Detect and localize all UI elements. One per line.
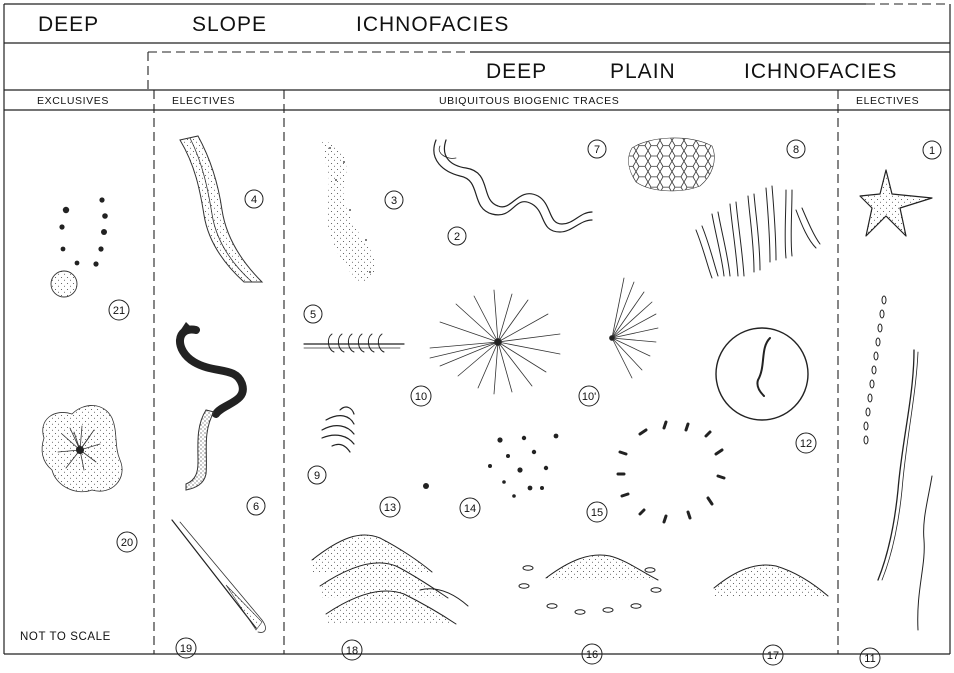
- scale-note: NOT TO SCALE: [20, 631, 111, 643]
- deep-slope-header: DEEP SLOPE ICHNOFACIES: [38, 13, 509, 36]
- label-2: 2: [448, 227, 466, 245]
- column-header-exclusives: EXCLUSIVES: [37, 95, 109, 107]
- svg-text:16: 16: [586, 649, 598, 661]
- label-4: 4: [245, 190, 263, 208]
- svg-text:9: 9: [314, 470, 320, 482]
- trace-8-branching-tubes: [696, 186, 820, 278]
- label-12: 12: [796, 433, 816, 453]
- trace-5-segmented-trace: [304, 334, 404, 352]
- trace-21-dot-chain: [51, 197, 108, 297]
- label-17: 17: [763, 645, 783, 665]
- deep-plain-header: DEEP PLAIN ICHNOFACIES: [486, 60, 897, 83]
- svg-text:18: 18: [346, 645, 358, 657]
- svg-text:8: 8: [793, 144, 799, 156]
- trace-6-hooked-trail: [178, 322, 243, 490]
- label-19: 19: [176, 638, 196, 658]
- trace-12-circle-curl: [716, 328, 808, 420]
- trace-7-honeycomb-net: [629, 138, 715, 191]
- trace-3-stippled-band: [322, 142, 376, 282]
- trace-19-tapering-line: [172, 520, 265, 632]
- trace-15-ring-of-marks: [618, 422, 724, 522]
- label-11: 11: [860, 648, 880, 668]
- svg-text:4: 4: [251, 194, 257, 206]
- label-13: 13: [380, 497, 400, 517]
- trace-11-beaded-and-long-lines: [864, 296, 932, 630]
- svg-text:15: 15: [591, 507, 603, 519]
- header-deep-slope-word-3: ICHNOFACIES: [356, 13, 509, 36]
- label-8: 8: [787, 140, 805, 158]
- trace-16-mound-with-marks: [519, 555, 661, 614]
- header-deep-plain-word-2: PLAIN: [610, 60, 676, 83]
- svg-text:11: 11: [864, 653, 875, 665]
- svg-text:6: 6: [253, 501, 259, 513]
- label-6: 6: [247, 497, 265, 515]
- label-20: 20: [117, 532, 137, 552]
- header-deep-plain-word-3: ICHNOFACIES: [744, 60, 897, 83]
- label-21: 21: [109, 300, 129, 320]
- svg-text:7: 7: [594, 144, 600, 156]
- svg-text:21: 21: [113, 305, 125, 317]
- svg-text:3: 3: [391, 195, 397, 207]
- label-10b: 10': [579, 386, 599, 406]
- label-10: 10: [411, 386, 431, 406]
- svg-text:13: 13: [384, 502, 396, 514]
- svg-text:14: 14: [464, 503, 476, 515]
- label-3: 3: [385, 191, 403, 209]
- label-9: 9: [308, 466, 326, 484]
- svg-text:1: 1: [929, 145, 935, 157]
- trace-18-stacked-mounds: [312, 535, 468, 624]
- svg-text:5: 5: [310, 309, 316, 321]
- trace-2-double-meander: [434, 140, 592, 232]
- svg-text:10': 10': [582, 391, 596, 403]
- header-deep-slope-word-1: DEEP: [38, 13, 99, 36]
- trace-13-single-dot: [423, 483, 429, 489]
- header-deep-slope-word-2: SLOPE: [192, 13, 267, 36]
- column-header-plain-electives: ELECTIVES: [856, 95, 919, 107]
- svg-text:2: 2: [454, 231, 460, 243]
- trace-17-single-mound: [714, 565, 828, 596]
- trace-10b-half-fan: [610, 278, 659, 378]
- svg-text:19: 19: [180, 643, 192, 655]
- svg-text:20: 20: [121, 537, 133, 549]
- label-15: 15: [587, 502, 607, 522]
- label-14: 14: [460, 498, 480, 518]
- trace-4-band-burrow: [180, 136, 262, 282]
- trace-10-radiating-burst: [430, 290, 560, 394]
- column-header-ubiquitous: UBIQUITOUS BIOGENIC TRACES: [439, 95, 619, 107]
- svg-text:12: 12: [800, 438, 812, 450]
- svg-text:10: 10: [415, 391, 427, 403]
- trace-20-radiating-blob: [42, 405, 122, 491]
- label-7: 7: [588, 140, 606, 158]
- trace-14-dot-cluster: [488, 434, 558, 498]
- svg-text:17: 17: [767, 650, 779, 662]
- label-1: 1: [923, 141, 941, 159]
- trace-9-fan-strokes: [322, 407, 354, 452]
- column-header-slope-electives: ELECTIVES: [172, 95, 235, 107]
- label-5: 5: [304, 305, 322, 323]
- trace-1-star: [860, 170, 932, 236]
- label-18: 18: [342, 640, 362, 660]
- header-deep-plain-word-1: DEEP: [486, 60, 547, 83]
